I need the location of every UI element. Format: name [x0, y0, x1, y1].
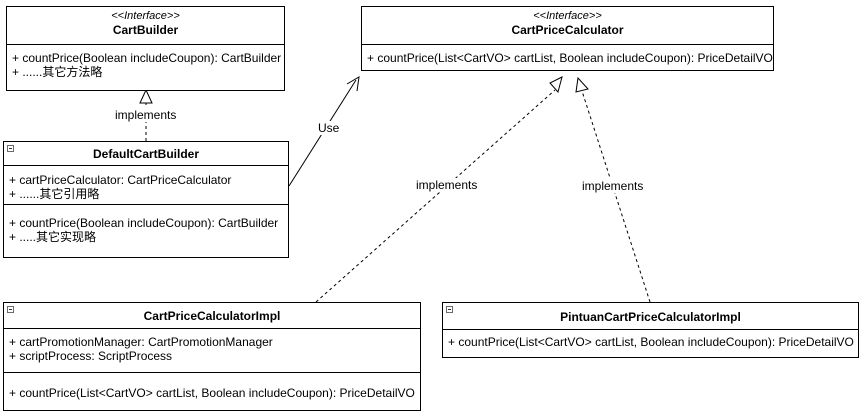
stereotype-label: <<Interface>>: [533, 10, 602, 22]
collapse-toggle-icon[interactable]: [7, 306, 14, 313]
use-label: Use: [317, 121, 341, 135]
class-header: <<Interface>> CartBuilder: [7, 7, 284, 45]
pintuan-cart-price-calculator-impl-class[interactable]: PintuanCartPriceCalculatorImpl + countPr…: [442, 302, 859, 358]
implements-label: implements: [415, 178, 479, 192]
realization-arrowhead: [575, 76, 589, 93]
realization-arrowhead: [139, 88, 153, 104]
methods-section: + countPrice(Boolean includeCoupon): Car…: [7, 45, 284, 79]
class-name: CartPriceCalculatorImpl: [143, 309, 281, 323]
implements-edge-pintuan: [581, 90, 651, 303]
cart-price-calculator-interface[interactable]: <<Interface>> CartPriceCalculator + coun…: [361, 6, 774, 71]
cart-builder-interface[interactable]: <<Interface>> CartBuilder + countPrice(B…: [6, 6, 285, 91]
class-header: CartPriceCalculatorImpl: [4, 303, 420, 329]
cart-price-calculator-impl-class[interactable]: CartPriceCalculatorImpl + cartPromotionM…: [3, 302, 421, 411]
method-line: + countPrice(Boolean includeCoupon): Car…: [12, 51, 282, 65]
attributes-section: + cartPromotionManager: CartPromotionMan…: [4, 329, 420, 373]
class-name: DefaultCartBuilder: [92, 147, 199, 161]
class-header: PintuanCartPriceCalculatorImpl: [443, 303, 858, 330]
method-line: + ......其它方法略: [12, 65, 103, 79]
method-line: + countPrice(Boolean includeCoupon): Car…: [9, 216, 279, 230]
method-line: + countPrice(List<CartVO> cartList, Bool…: [448, 335, 854, 349]
collapse-toggle-icon[interactable]: [446, 306, 453, 313]
implements-label: implements: [114, 108, 178, 122]
attribute-line: + cartPriceCalculator: CartPriceCalculat…: [9, 173, 232, 187]
class-name: PintuanCartPriceCalculatorImpl: [560, 310, 741, 324]
method-line: + countPrice(List<CartVO> cartList, Bool…: [9, 386, 415, 400]
class-name: CartPriceCalculator: [511, 23, 624, 37]
realization-arrowhead: [549, 76, 563, 94]
attribute-line: + scriptProcess: ScriptProcess: [9, 349, 173, 363]
default-cart-builder-class[interactable]: DefaultCartBuilder + cartPriceCalculator…: [3, 141, 289, 258]
methods-section: + countPrice(List<CartVO> cartList, Bool…: [362, 45, 773, 65]
attribute-line: + cartPromotionManager: CartPromotionMan…: [9, 335, 273, 349]
stereotype-label: <<Interface>>: [111, 10, 180, 22]
implements-label: implements: [581, 179, 645, 193]
methods-section: + countPrice(Boolean includeCoupon): Car…: [4, 205, 288, 244]
use-arrowhead: [346, 76, 360, 92]
collapse-toggle-icon[interactable]: [7, 145, 14, 152]
class-header: <<Interface>> CartPriceCalculator: [362, 7, 773, 45]
methods-section: + countPrice(List<CartVO> cartList, Bool…: [4, 373, 420, 400]
method-line: + countPrice(List<CartVO> cartList, Bool…: [367, 51, 773, 65]
method-line: + .....其它实现略: [9, 230, 97, 244]
class-name: CartBuilder: [112, 23, 179, 37]
attributes-section: + cartPriceCalculator: CartPriceCalculat…: [4, 166, 288, 205]
class-header: DefaultCartBuilder: [4, 142, 288, 166]
methods-section: + countPrice(List<CartVO> cartList, Bool…: [443, 330, 858, 349]
implements-edge-impl: [315, 89, 556, 303]
attribute-line: + ......其它引用略: [9, 187, 100, 201]
